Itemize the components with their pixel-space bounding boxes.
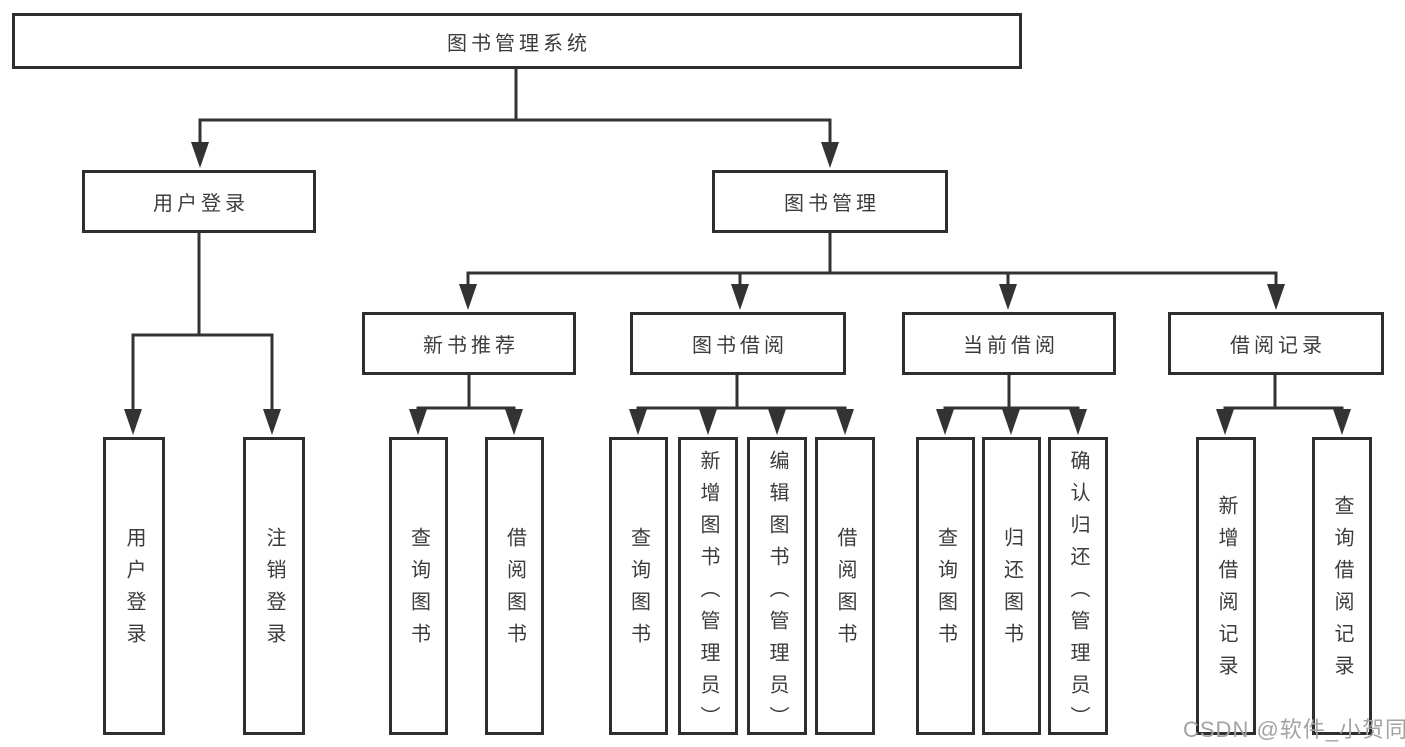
node-user-login-label: 用户登录 <box>153 193 249 215</box>
node-user-login: 用户登录 <box>82 170 316 233</box>
arrow-icon <box>1069 409 1087 435</box>
node-borrow-records-label: 借阅记录 <box>1230 335 1326 357</box>
arrow-icon <box>263 409 281 435</box>
arrow-icon <box>191 142 209 168</box>
node-book-borrow: 图书借阅 <box>630 312 846 375</box>
connector-new-book-recommend <box>416 375 516 410</box>
arrow-icon <box>1267 284 1285 310</box>
arrow-icon <box>999 284 1017 310</box>
leaf-cb-query-books: 查询图书 <box>916 437 975 735</box>
leaf-nbr-query-books-label: 查询图书 <box>407 527 430 655</box>
leaf-cb-return-books: 归还图书 <box>982 437 1041 735</box>
node-new-book-recommend-label: 新书推荐 <box>423 335 519 357</box>
leaf-br-add-record-label: 新增借阅记录 <box>1215 495 1237 687</box>
connector-borrow-records <box>1223 375 1344 410</box>
leaf-bb-query-books-label: 查询图书 <box>627 527 650 655</box>
leaf-bb-borrow-books-label: 借阅图书 <box>834 527 856 655</box>
node-root: 图书管理系统 <box>12 13 1022 69</box>
node-book-management-label: 图书管理 <box>784 193 880 215</box>
leaf-logout-login: 注销登录 <box>243 437 305 735</box>
leaf-nbr-query-books: 查询图书 <box>389 437 448 735</box>
connector-current-borrow <box>943 375 1080 410</box>
leaf-cb-return-books-label: 归还图书 <box>1000 527 1023 655</box>
leaf-bb-add-books-admin-label: 新增图书（管理员） <box>697 450 719 738</box>
node-root-label: 图书管理系统 <box>447 32 591 55</box>
watermark: CSDN @软件_小贺同学 <box>1183 717 1405 742</box>
leaf-br-query-record-label: 查询借阅记录 <box>1331 495 1353 687</box>
connector-book-borrow <box>636 375 847 410</box>
leaf-bb-borrow-books: 借阅图书 <box>815 437 875 735</box>
leaf-user-login: 用户登录 <box>103 437 165 735</box>
arrow-icon <box>124 409 142 435</box>
leaf-bb-edit-books-admin-label: 编辑图书（管理员） <box>766 450 788 738</box>
node-book-management: 图书管理 <box>712 170 948 233</box>
leaf-bb-add-books-admin: 新增图书（管理员） <box>678 437 738 738</box>
leaf-bb-query-books: 查询图书 <box>609 437 668 735</box>
leaf-br-add-record: 新增借阅记录 <box>1196 437 1256 735</box>
node-new-book-recommend: 新书推荐 <box>362 312 576 375</box>
connector-user-login <box>131 232 274 411</box>
arrowheads <box>124 142 1351 435</box>
arrow-icon <box>629 409 647 435</box>
leaf-user-login-label: 用户登录 <box>123 527 145 655</box>
arrow-icon <box>936 409 954 435</box>
node-current-borrow-label: 当前借阅 <box>963 335 1059 357</box>
arrow-icon <box>409 409 427 435</box>
connector-book-management <box>466 232 1278 286</box>
leaf-nbr-borrow-books: 借阅图书 <box>485 437 544 735</box>
leaf-cb-query-books-label: 查询图书 <box>934 527 957 655</box>
leaf-cb-confirm-return-admin-label: 确认归还（管理员） <box>1067 450 1089 738</box>
node-borrow-records: 借阅记录 <box>1168 312 1384 375</box>
leaf-cb-confirm-return-admin: 确认归还（管理员） <box>1048 437 1108 738</box>
node-book-borrow-label: 图书借阅 <box>692 335 788 357</box>
arrow-icon <box>768 409 786 435</box>
arrow-icon <box>836 409 854 435</box>
arrow-icon <box>699 409 717 435</box>
leaf-nbr-borrow-books-label: 借阅图书 <box>503 527 526 655</box>
arrow-icon <box>1002 409 1020 435</box>
leaf-bb-edit-books-admin: 编辑图书（管理员） <box>747 437 807 738</box>
arrow-icon <box>731 284 749 310</box>
arrow-icon <box>505 409 523 435</box>
arrow-icon <box>1333 409 1351 435</box>
connector-root <box>198 68 832 144</box>
node-current-borrow: 当前借阅 <box>902 312 1116 375</box>
leaf-logout-login-label: 注销登录 <box>263 527 285 655</box>
arrow-icon <box>459 284 477 310</box>
leaf-br-query-record: 查询借阅记录 <box>1312 437 1372 735</box>
arrow-icon <box>821 142 839 168</box>
arrow-icon <box>1216 409 1234 435</box>
